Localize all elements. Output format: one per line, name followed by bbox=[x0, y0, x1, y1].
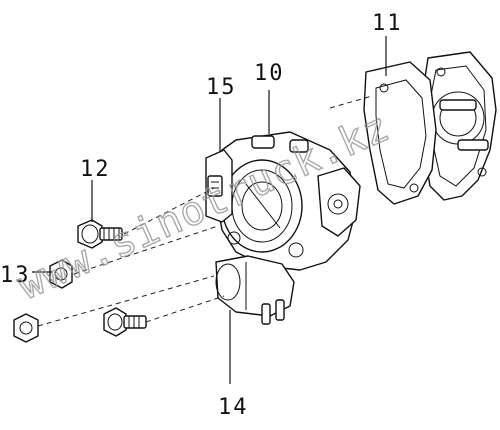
idle-control-valve bbox=[215, 255, 295, 325]
callout-15: 15 bbox=[206, 75, 237, 100]
callout-10: 10 bbox=[254, 61, 285, 86]
callout-13: 13 bbox=[0, 263, 31, 288]
throttle-position-sensor bbox=[205, 149, 233, 223]
intake-flange-assembly bbox=[419, 51, 497, 201]
throttle-gasket bbox=[363, 61, 437, 205]
assembly-lines bbox=[37, 95, 373, 327]
throttle-body bbox=[215, 131, 361, 271]
callout-14: 14 bbox=[218, 395, 249, 420]
callout-11: 11 bbox=[372, 11, 403, 36]
callout-12: 12 bbox=[80, 157, 111, 182]
leader-lines bbox=[32, 36, 387, 384]
nut-13 bbox=[49, 259, 73, 289]
nut-lower bbox=[13, 313, 39, 343]
bolt-lower bbox=[103, 307, 147, 337]
